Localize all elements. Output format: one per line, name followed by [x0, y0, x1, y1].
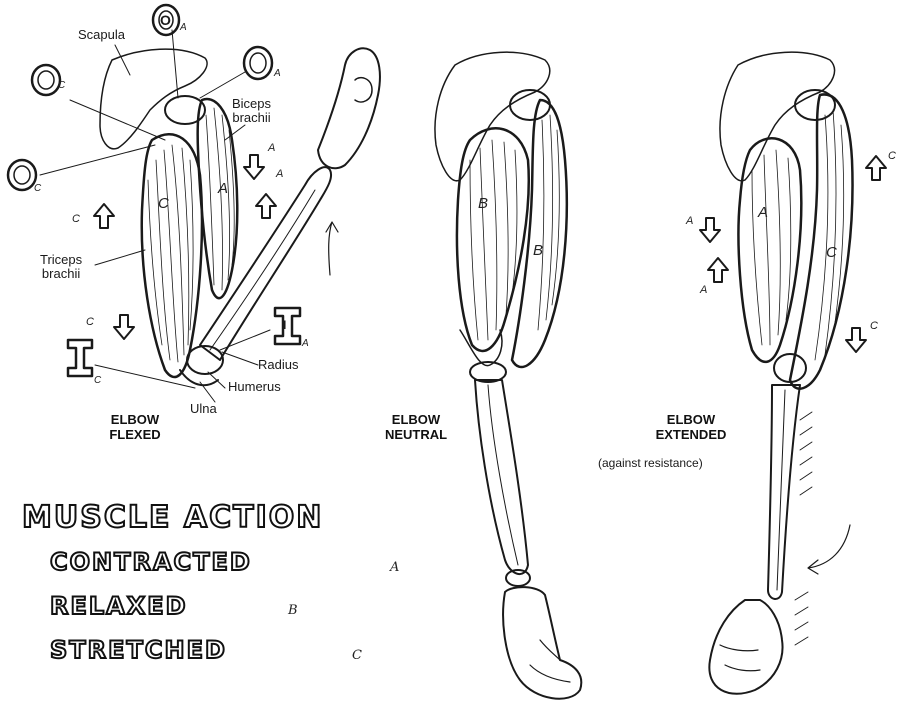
leader-scapula: [115, 45, 130, 75]
legend-item-relaxed: RELAXED: [50, 592, 188, 620]
leader-oc-upper: [70, 100, 165, 140]
origin-sub-c-lower: C: [34, 183, 41, 194]
extended-hand: [709, 600, 782, 694]
caption-flexed: ELBOW FLEXED: [95, 412, 175, 442]
legend-suffix-b: B: [288, 603, 298, 618]
label-radius: Radius: [258, 358, 298, 372]
origin-symbol: O: [160, 12, 171, 28]
label-ulna: Ulna: [190, 402, 217, 416]
arrow-down-a-flexed: [244, 155, 264, 179]
neutral-humerus-shaft: [460, 330, 502, 366]
neutral-wrist: [506, 570, 530, 586]
leader-radius: [222, 352, 258, 365]
leader-oc-lower: [40, 145, 155, 175]
neutral-triceps: [457, 128, 529, 351]
origin-sub-c-upper: C: [58, 80, 65, 91]
arrow-letter-c-flexed-up: C: [72, 213, 80, 225]
flexed-hand: [318, 48, 380, 168]
legend-title: MUSCLE ACTION: [22, 500, 323, 535]
leader-ia: [220, 330, 270, 350]
arrow-letter-c-flexed-down: C: [86, 316, 94, 328]
insertion-marker-a: [275, 308, 300, 344]
legend-item-stretched: STRETCHED: [50, 636, 227, 664]
caption-extended: ELBOW EXTENDED: [636, 412, 746, 442]
leader-biceps: [225, 125, 245, 140]
legend-item-contracted: CONTRACTED: [50, 548, 252, 576]
muscle-letter-a-extended: A: [758, 204, 768, 221]
neutral-forearm: [475, 380, 528, 574]
leader-ic: [95, 365, 195, 388]
arrow-down-c-extended: [846, 328, 866, 352]
insertion-symbol: I: [283, 318, 286, 332]
flexed-motion-arrow: [326, 222, 338, 275]
flexed-triceps-fibers: [148, 145, 193, 362]
insertion-sub-a: A: [302, 338, 309, 349]
origin-sub-a-top: A: [180, 22, 187, 33]
arrow-up-c-extended: [866, 156, 886, 180]
arrow-letter-c-extended-down: C: [870, 320, 878, 332]
muscle-letter-c-extended: C: [826, 244, 837, 261]
flexed-scapula: [100, 49, 207, 149]
arrow-up-c-flexed: [94, 204, 114, 228]
extended-arm-drawing: [709, 52, 852, 694]
legend-suffix-c: C: [352, 648, 362, 663]
flexed-elbow-joint: [187, 346, 223, 374]
label-scapula: Scapula: [78, 28, 125, 42]
origin-marker-c-lower: [8, 160, 36, 190]
arrow-up-a-flexed: [256, 194, 276, 218]
flexed-biceps: [198, 99, 238, 298]
neutral-arm-drawing: [435, 52, 581, 699]
muscle-letter-a-flexed: A: [218, 180, 228, 197]
caption-extended-note: (against resistance): [598, 456, 703, 470]
neutral-triceps-fibers: [470, 140, 517, 340]
extended-fingers: [720, 645, 760, 671]
arrow-down-a-extended: [700, 218, 720, 242]
extended-biceps-fibers: [752, 150, 791, 345]
extended-motion-arrow: [808, 525, 850, 574]
arrow-up-a-extended: [708, 258, 728, 282]
arrow-letter-a-flexed-2: A: [276, 168, 283, 180]
arrow-letter-a-flexed-1: A: [268, 142, 275, 154]
muscle-letter-c-flexed: C: [158, 195, 169, 212]
arrow-down-c-flexed: [114, 315, 134, 339]
label-biceps: Biceps brachii: [232, 97, 271, 125]
leader-oa-top: [172, 30, 178, 98]
leader-triceps: [95, 250, 145, 265]
origin-marker-a-right: [244, 47, 272, 79]
resistance-hatching: [795, 412, 812, 645]
muscle-letter-b-neutral-2: B: [533, 242, 543, 259]
flexed-biceps-fibers: [206, 108, 234, 290]
insertion-marker-c: [68, 340, 92, 376]
neutral-radius-line: [488, 385, 518, 565]
origin-sub-a-right: A: [274, 68, 281, 79]
flexed-finger: [355, 78, 372, 102]
origin-marker-c-upper: [32, 65, 60, 95]
neutral-biceps-fibers: [538, 115, 559, 330]
label-triceps: Triceps brachii: [40, 253, 82, 281]
legend-suffix-a: A: [390, 560, 399, 575]
label-humerus: Humerus: [228, 380, 281, 394]
insertion-sub-c: C: [94, 375, 101, 386]
extended-triceps-fibers: [815, 110, 844, 360]
muscle-letter-b-neutral-1: B: [478, 195, 488, 212]
arrow-letter-a-extended-1: A: [686, 215, 693, 227]
arrow-letter-a-extended-2: A: [700, 284, 707, 296]
leader-oa-right: [200, 72, 245, 98]
leader-humerus: [208, 372, 225, 388]
caption-neutral: ELBOW NEUTRAL: [376, 412, 456, 442]
arrow-letter-c-extended-up: C: [888, 150, 896, 162]
